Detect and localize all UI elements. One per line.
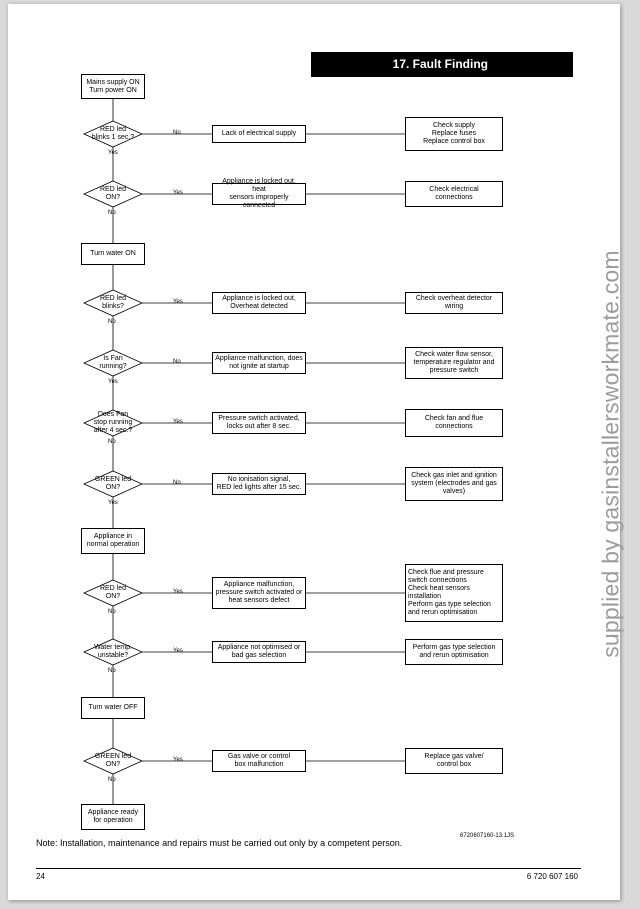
continue-label: No	[108, 439, 116, 445]
section-title: 17. Fault Finding	[311, 52, 573, 77]
decision-diamond	[83, 638, 143, 666]
decision-diamond	[83, 579, 143, 607]
cause-box: No ionisation signal, RED led lights aft…	[212, 473, 306, 495]
watermark: supplied by gasinstallersworkmate.com	[597, 250, 624, 658]
branch-label: No	[173, 130, 181, 136]
continue-label: Yes	[108, 500, 118, 506]
action-box: Perform gas type selection and rerun opt…	[405, 639, 503, 665]
action-box: Check water flow sensor, temperature reg…	[405, 347, 503, 379]
cause-box: Appliance malfunction, does not ignite a…	[212, 352, 306, 374]
cause-box: Appliance not optimised or bad gas selec…	[212, 641, 306, 663]
continue-label: No	[108, 319, 116, 325]
branch-label: Yes	[173, 190, 183, 196]
manual-page: 17. Fault Finding Mains supply ON Turn p…	[8, 4, 620, 900]
action-box: Check supply Replace fuses Replace contr…	[405, 117, 503, 151]
action-box: Replace gas valve/ control box	[405, 748, 503, 774]
action-box: Check overheat detector wiring	[405, 292, 503, 314]
branch-label: No	[173, 480, 181, 486]
cause-box: Appliance is locked out, heat sensors im…	[212, 178, 306, 209]
start-box: Mains supply ON Turn power ON	[81, 74, 145, 99]
cause-box: Gas valve or control box malfunction	[212, 750, 306, 772]
branch-label: Yes	[173, 299, 183, 305]
continue-label: No	[108, 668, 116, 674]
continue-label: Yes	[108, 379, 118, 385]
decision-question: RED led ON?	[99, 186, 127, 201]
figure-reference: 6720607160-13.1JS	[460, 833, 515, 839]
action-box: Check electrical connections	[405, 181, 503, 207]
continue-label: Yes	[108, 150, 118, 156]
continue-label: No	[108, 609, 116, 615]
process-box-normal-operation: Appliance in normal operation	[81, 528, 145, 554]
decision-question: RED led ON?	[99, 585, 127, 600]
continue-label: No	[108, 210, 116, 216]
cause-box: Lack of electrical supply	[212, 125, 306, 143]
decision-question: Water temp. unstable?	[94, 644, 132, 659]
process-box-turn-water-off: Turn water OFF	[81, 697, 145, 719]
decision-question: Is Fan running?	[99, 355, 127, 370]
page-number: 24	[36, 872, 45, 881]
decision-diamond	[83, 409, 143, 437]
process-box-turn-water-on: Turn water ON	[81, 243, 145, 265]
action-box: Check gas inlet and ignition system (ele…	[405, 467, 503, 501]
decision-question: RED led blinks?	[99, 295, 127, 310]
flowchart-lines	[83, 99, 405, 804]
cause-box: Pressure switch activated, locks out aft…	[212, 412, 306, 434]
decision-question: GREEN led ON?	[94, 753, 132, 768]
decision-diamond	[83, 289, 143, 317]
branch-label: Yes	[173, 648, 183, 654]
end-box: Appliance ready for operation	[81, 804, 145, 830]
decision-question: Does Fan stop running after 4 sec.?	[93, 411, 133, 434]
decision-diamond	[83, 120, 143, 148]
decision-question: GREEN led ON?	[94, 476, 132, 491]
cause-box: Appliance malfunction, pressure switch a…	[212, 577, 306, 609]
action-box: Check fan and flue connections	[405, 409, 503, 437]
footer-divider	[36, 868, 581, 869]
branch-label: No	[173, 359, 181, 365]
action-box: Check flue and pressure switch connectio…	[405, 564, 503, 622]
cause-box: Appliance is locked out, Overheat detect…	[212, 292, 306, 314]
branch-label: Yes	[173, 589, 183, 595]
continue-label: No	[108, 777, 116, 783]
decision-question: RED led blinks 1 sec.?	[91, 126, 135, 141]
branch-label: Yes	[173, 419, 183, 425]
decision-diamond	[83, 747, 143, 775]
decision-diamond	[83, 180, 143, 208]
branch-label: Yes	[173, 757, 183, 763]
decision-diamond	[83, 470, 143, 498]
safety-note: Note: Installation, maintenance and repa…	[36, 838, 403, 848]
decision-diamond	[83, 349, 143, 377]
document-number: 6 720 607 160	[526, 872, 578, 881]
